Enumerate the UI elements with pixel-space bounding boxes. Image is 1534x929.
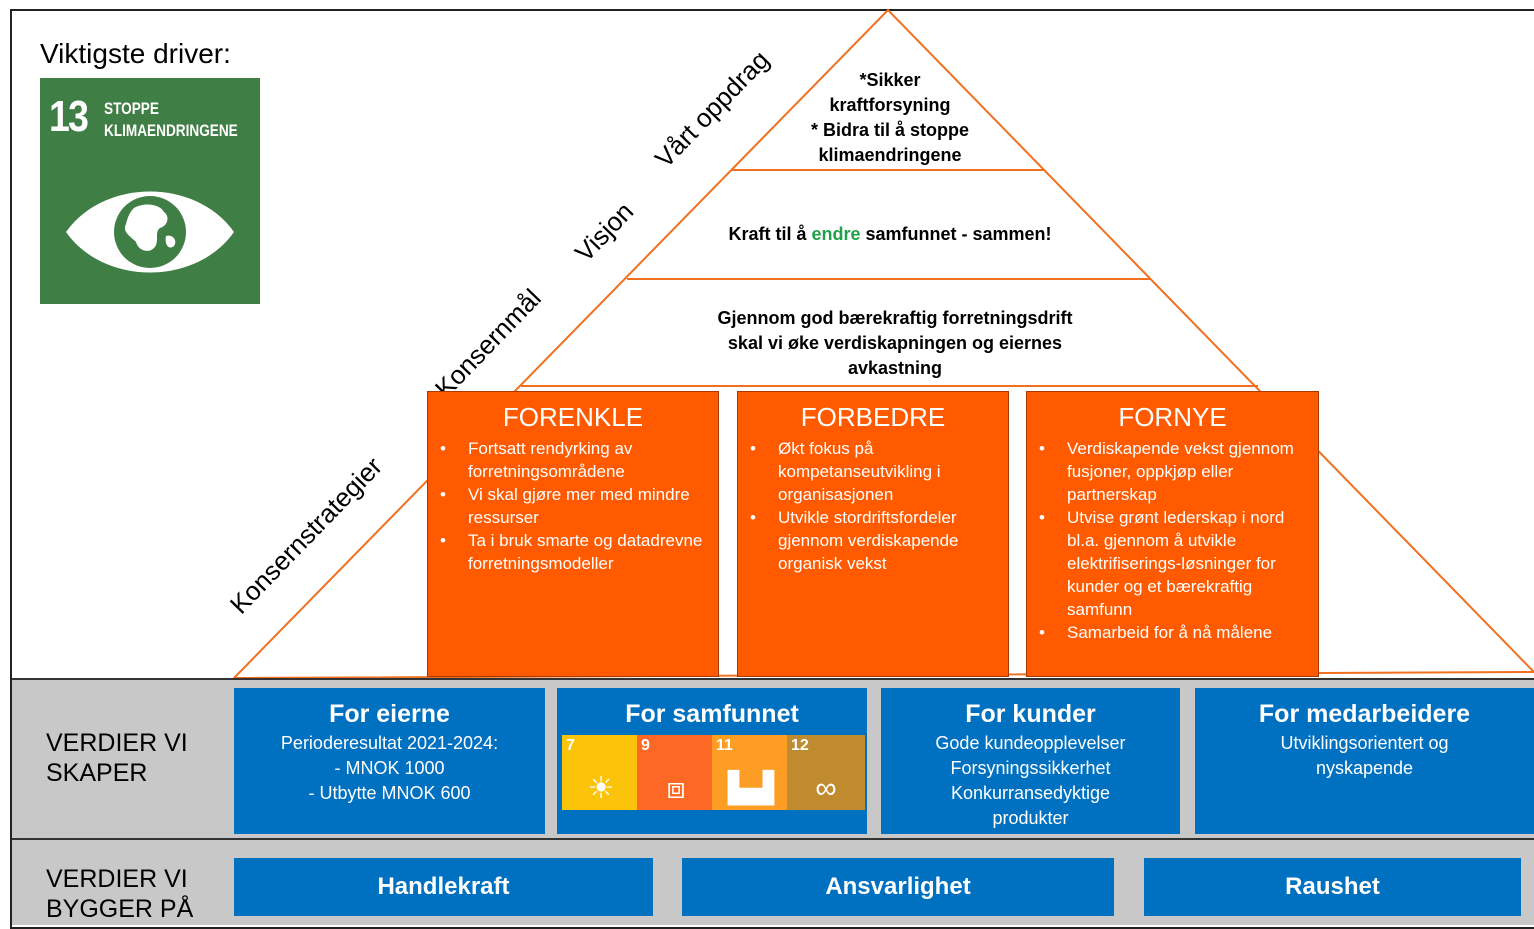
vision-text: Kraft til å endre samfunnet - sammen! — [630, 224, 1150, 245]
sdg13-line1: STOPPE — [104, 99, 159, 118]
value-line: Gode kundeopplevelser — [935, 733, 1126, 753]
band-label-line: VERDIER VI — [46, 729, 188, 757]
mission-line: * Bidra til å stoppe — [810, 120, 970, 140]
strategy-bullet: Økt fokus på kompetanseutvikling i organ… — [750, 437, 1000, 506]
value-line: produkter — [992, 808, 1069, 828]
sdg7-tile: 7 ☀ — [562, 735, 640, 810]
strategy-fornye: FORNYE Verdiskapende vekst gjennom fusjo… — [1026, 391, 1319, 677]
value-title: For eierne — [329, 700, 450, 728]
sdg13-tile: 13 STOPPE KLIMAENDRINGENE — [40, 78, 260, 304]
strategy-bullet: Vi skal gjøre mer med mindre ressurser — [440, 483, 710, 529]
value-customers: For kunder Gode kundeopplevelser Forsyni… — [881, 688, 1180, 834]
value-line: Perioderesultat 2021-2024: — [280, 733, 499, 753]
strategy-forenkle: FORENKLE Fortsatt rendyrking av forretni… — [427, 391, 719, 677]
goal-line: avkastning — [847, 358, 943, 378]
cubes-icon: ⧈ — [666, 772, 686, 805]
value-line: Forsyningssikkerhet — [950, 758, 1111, 778]
value-ansvarlighet: Ansvarlighet — [682, 858, 1114, 916]
sdg11-tile: 11 ▙▟ — [712, 735, 790, 810]
goal-line: Gjennom god bærekraftig forretningsdrift — [717, 308, 1073, 328]
sdg13-text: STOPPE KLIMAENDRINGENE — [104, 98, 238, 142]
value-line: Utviklingsorientert og — [1280, 733, 1449, 753]
goal-text: Gjennom god bærekraftig forretningsdrift… — [660, 306, 1130, 381]
value-raushet: Raushet — [1144, 858, 1521, 916]
value-text: Perioderesultat 2021-2024: - MNOK 1000 -… — [234, 731, 545, 806]
band-label-line: SKAPER — [46, 759, 148, 787]
sun-icon: ☀ — [587, 772, 615, 805]
sdg-number: 9 — [641, 737, 650, 754]
value-line: - Utbytte MNOK 600 — [308, 783, 471, 803]
infinity-icon: ∞ — [815, 772, 837, 805]
sdg-number: 11 — [716, 737, 733, 754]
sdg13-line2: KLIMAENDRINGENE — [104, 121, 238, 140]
value-title: For kunder — [965, 700, 1096, 728]
value-title: For samfunnet — [625, 700, 799, 728]
strategy-bullet: Ta i bruk smarte og datadrevne forretnin… — [440, 529, 710, 575]
value-society: For samfunnet 7 ☀ 9 ⧈ 11 ▙▟ 12 ∞ — [557, 688, 867, 834]
mission-line: *Sikker — [859, 70, 921, 90]
value-title: For medarbeidere — [1258, 700, 1471, 728]
vision-after: samfunnet - sammen! — [860, 224, 1052, 244]
vision-before: Kraft til å — [728, 224, 812, 244]
sdg12-tile: 12 ∞ — [787, 735, 865, 810]
strategy-bullet: Utvikle stordriftsfordeler gjennom verdi… — [750, 506, 1000, 575]
strategy-title: FORENKLE — [502, 402, 644, 432]
band-values-create-label: VERDIER VI SKAPER — [46, 728, 188, 788]
strategy-bullet: Verdiskapende vekst gjennom fusjoner, op… — [1039, 437, 1310, 506]
strategy-bullet: Utvise grønt lederskap i nord bl.a. gjen… — [1039, 506, 1310, 621]
value-text: Gode kundeopplevelser Forsyningssikkerhe… — [881, 731, 1180, 831]
strategy-bullets: Verdiskapende vekst gjennom fusjoner, op… — [1027, 437, 1318, 644]
vision-highlight: endre — [811, 224, 861, 244]
mission-line: klimaendringene — [818, 145, 962, 165]
mission-line: kraftforsyning — [829, 95, 951, 115]
strategy-bullets: Økt fokus på kompetanseutvikling i organ… — [738, 437, 1008, 575]
strategy-bullet: Samarbeid for å nå målene — [1039, 621, 1310, 644]
value-text: Utviklingsorientert og nyskapende — [1195, 731, 1534, 781]
value-line: nyskapende — [1315, 758, 1414, 778]
strategy-title: FORNYE — [1118, 402, 1227, 432]
band-label-line: BYGGER PÅ — [46, 895, 194, 923]
city-icon: ▙▟ — [727, 772, 775, 805]
sdg-number: 7 — [566, 737, 575, 754]
strategy-title: FORBEDRE — [800, 402, 946, 432]
driver-title: Viktigste driver: — [40, 38, 231, 69]
value-employees: For medarbeidere Utviklingsorientert og … — [1195, 688, 1534, 834]
value-handlekraft: Handlekraft — [234, 858, 653, 916]
strategy-bullet: Fortsatt rendyrking av forretningsområde… — [440, 437, 710, 483]
strategy-bullets: Fortsatt rendyrking av forretningsområde… — [428, 437, 718, 575]
sdg13-number: 13 — [49, 92, 89, 141]
mission-text: *Sikker kraftforsyning * Bidra til å sto… — [780, 68, 1000, 168]
sdg-number: 12 — [791, 737, 809, 754]
value-line: - MNOK 1000 — [334, 758, 445, 778]
eye-earth-icon — [66, 191, 234, 273]
value-line: Konkurransedyktige — [950, 783, 1111, 803]
strategy-forbedre: FORBEDRE Økt fokus på kompetanseutviklin… — [737, 391, 1009, 677]
goal-line: skal vi øke verdiskapningen og eiernes — [727, 333, 1063, 353]
band-values-foundation-label: VERDIER VI BYGGER PÅ — [46, 864, 193, 924]
band-label-line: VERDIER VI — [46, 865, 188, 893]
sdg9-tile: 9 ⧈ — [637, 735, 715, 810]
value-owners: For eierne Perioderesultat 2021-2024: - … — [234, 688, 545, 834]
